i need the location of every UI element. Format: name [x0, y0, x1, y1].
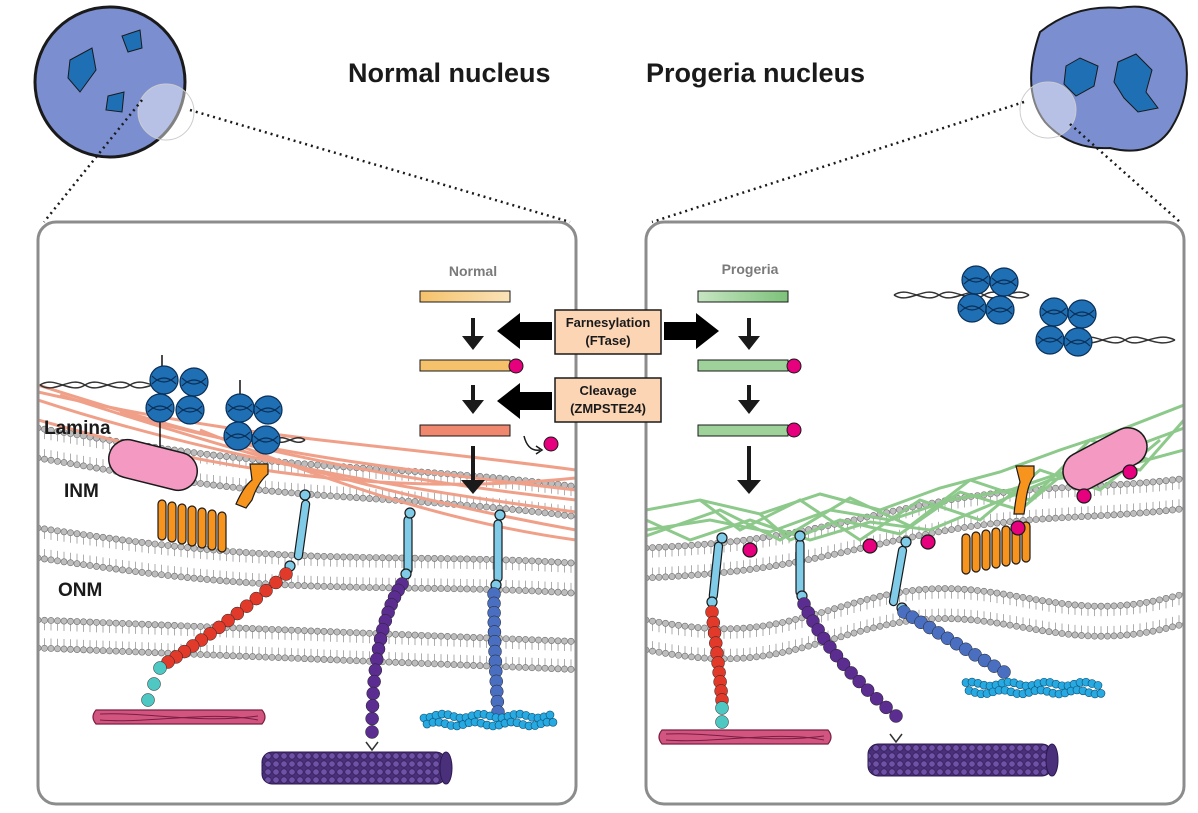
- normal-nesprin-blue: [487, 587, 505, 719]
- normal-nesprin-purple: [365, 577, 409, 739]
- farnesyl-progeria-1: [786, 358, 802, 374]
- normal-down-arrows-icon: [461, 318, 485, 494]
- progeria-panel: [644, 220, 1186, 806]
- released-farnesyl: [543, 436, 559, 452]
- prelamin-a-progeria: [697, 290, 789, 303]
- progeria-microtubule: [867, 733, 1059, 777]
- normal-intermediate-filament: [419, 709, 558, 731]
- zoom-lines: [43, 99, 1181, 224]
- farnesylated-prelamin-normal: [419, 359, 511, 372]
- label-inm: INM: [64, 481, 99, 502]
- farnesylation-right-arrow-icon: [664, 313, 719, 349]
- normal-multispan-protein: [157, 499, 227, 553]
- normal-nucleosome: [251, 425, 281, 455]
- progeria-nucleosome: [961, 265, 991, 295]
- ftase-label: (FTase): [585, 333, 630, 348]
- normal-nucleus-icon: [33, 5, 195, 159]
- progeria-lbr-protein: [1013, 465, 1035, 515]
- cleaved-arrow-icon: [523, 435, 541, 451]
- normal-panel: [36, 220, 578, 806]
- normal-nucleosome: [225, 393, 255, 423]
- normal-nucleosome: [149, 365, 179, 395]
- progeria-lamin-binding-protein: [1062, 427, 1148, 491]
- normal-nucleosome: [175, 395, 205, 425]
- normal-if-beads: [419, 709, 558, 731]
- farnesylation-box: Farnesylation (FTase): [554, 309, 662, 355]
- normal-nucleosome: [179, 367, 209, 397]
- farnesyl-normal-1: [508, 358, 524, 374]
- progeria-nucleosome: [1063, 327, 1093, 357]
- zmpste24-label: (ZMPSTE24): [570, 401, 646, 416]
- pathway-normal-header: Normal: [449, 263, 497, 279]
- farnesylation-label: Farnesylation: [566, 315, 651, 330]
- farnesyl-progeria-2: [786, 422, 802, 438]
- label-lamina: Lamina: [44, 418, 111, 439]
- farnesylated-progerin-1: [697, 359, 789, 372]
- progeria-kash-teal: [715, 701, 729, 729]
- progeria-onm-bilayer-outer-leaflet: [646, 585, 1184, 639]
- cleavage-label: Cleavage: [579, 383, 636, 398]
- progeria-down-arrows-icon: [737, 318, 761, 494]
- label-onm: ONM: [58, 580, 102, 601]
- normal-nesprin-chains: [141, 567, 505, 739]
- progeria-farnesyl-groups: [742, 464, 1138, 558]
- progeria-sun-proteins: [706, 530, 912, 614]
- normal-nucleosome: [223, 421, 253, 451]
- prelamin-a-normal: [419, 290, 511, 303]
- processing-pathway: Normal Progeria: [419, 261, 802, 494]
- progeria-nucleosome: [957, 293, 987, 323]
- normal-nesprin-red: [161, 567, 293, 669]
- progeria-nucleus-icon: [1019, 5, 1188, 152]
- normal-nucleosome: [145, 393, 175, 423]
- progeria-intermediate-filament: [961, 677, 1106, 699]
- progeria-multispan-protein: [961, 521, 1031, 575]
- title-progeria-nucleus: Progeria nucleus: [646, 58, 866, 88]
- farnesylation-left-arrow-icon: [497, 313, 552, 349]
- progeria-nucleosome: [985, 295, 1015, 325]
- normal-actin-filament: [92, 709, 266, 725]
- normal-nucleosome: [253, 395, 283, 425]
- pathway-progeria-header: Progeria: [722, 261, 779, 277]
- progeria-nesprin-red: [705, 605, 729, 707]
- normal-sun-proteins: [284, 489, 506, 591]
- cleavage-box: Cleavage (ZMPSTE24): [554, 377, 662, 423]
- progeria-nesprin-purple: [797, 597, 903, 723]
- progeria-actin-filament: [658, 729, 832, 745]
- title-normal-nucleus: Normal nucleus: [348, 58, 551, 88]
- nucleosomes: [145, 265, 1097, 455]
- progeria-inm-bilayer-inner-leaflet: [646, 499, 1184, 582]
- normal-lbr-protein: [235, 463, 269, 509]
- progeria-nesprin-chains: [705, 597, 1011, 729]
- mature-lamin-a: [419, 424, 511, 437]
- normal-lamin-binding-protein: [108, 438, 198, 492]
- progeria-nucleosome: [1035, 325, 1065, 355]
- farnesylated-progerin-2: [697, 424, 789, 437]
- cleavage-left-arrow-icon: [497, 383, 552, 419]
- progeria-nesprin-blue: [897, 605, 1011, 679]
- normal-microtubule: [261, 741, 453, 785]
- normal-kash-teal: [141, 661, 167, 707]
- progeria-nucleosome: [1039, 297, 1069, 327]
- progeria-nucleosome: [989, 267, 1019, 297]
- progeria-chromatin: [893, 291, 1176, 344]
- progeria-if-beads: [961, 677, 1106, 699]
- progeria-nucleosome: [1067, 299, 1097, 329]
